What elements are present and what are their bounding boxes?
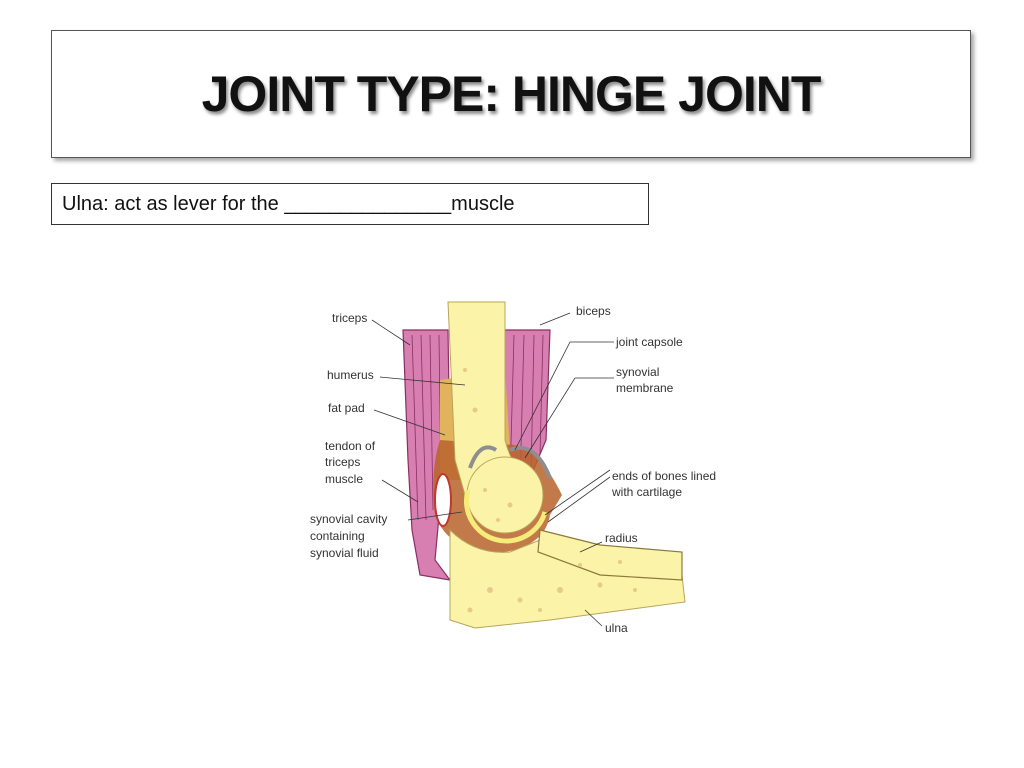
label-humerus: humerus (327, 368, 374, 382)
synovial-membrane (468, 445, 552, 479)
question-text: Ulna: act as lever for the _____________… (62, 192, 515, 215)
bone-spots (463, 368, 637, 613)
leader-lines (371, 312, 614, 627)
label-ulna: ulna (605, 621, 628, 635)
label-joint-capsule: joint capsole (615, 335, 683, 349)
label-tendon-2: triceps (325, 455, 360, 469)
question-box: Ulna: act as lever for the _____________… (51, 183, 649, 225)
label-cartilage-1: ends of bones lined (612, 469, 716, 483)
title-box: JOINT TYPE: HINGE JOINT (51, 30, 971, 158)
label-cartilage-2: with cartilage (611, 485, 682, 499)
label-cavity-1: synovial cavity (310, 512, 387, 526)
label-triceps: triceps (332, 311, 367, 325)
slide-title: JOINT TYPE: HINGE JOINT (201, 66, 822, 122)
label-biceps: biceps (576, 304, 611, 318)
label-membrane-2: membrane (616, 381, 674, 395)
label-fat-pad: fat pad (328, 401, 365, 415)
label-membrane-1: synovial (616, 365, 659, 379)
humerus-head (466, 456, 544, 534)
label-cavity-2: containing (310, 529, 365, 543)
label-tendon-1: tendon of (325, 439, 376, 453)
synovial-cavity-left (434, 473, 452, 527)
label-radius: radius (605, 531, 638, 545)
radius (537, 529, 683, 581)
cartilage (463, 489, 548, 544)
label-tendon-3: muscle (325, 472, 363, 486)
elbow-joint-diagram: triceps humerus fat pad tendon of tricep… (310, 301, 716, 635)
label-cavity-3: synovial fluid (310, 546, 379, 560)
